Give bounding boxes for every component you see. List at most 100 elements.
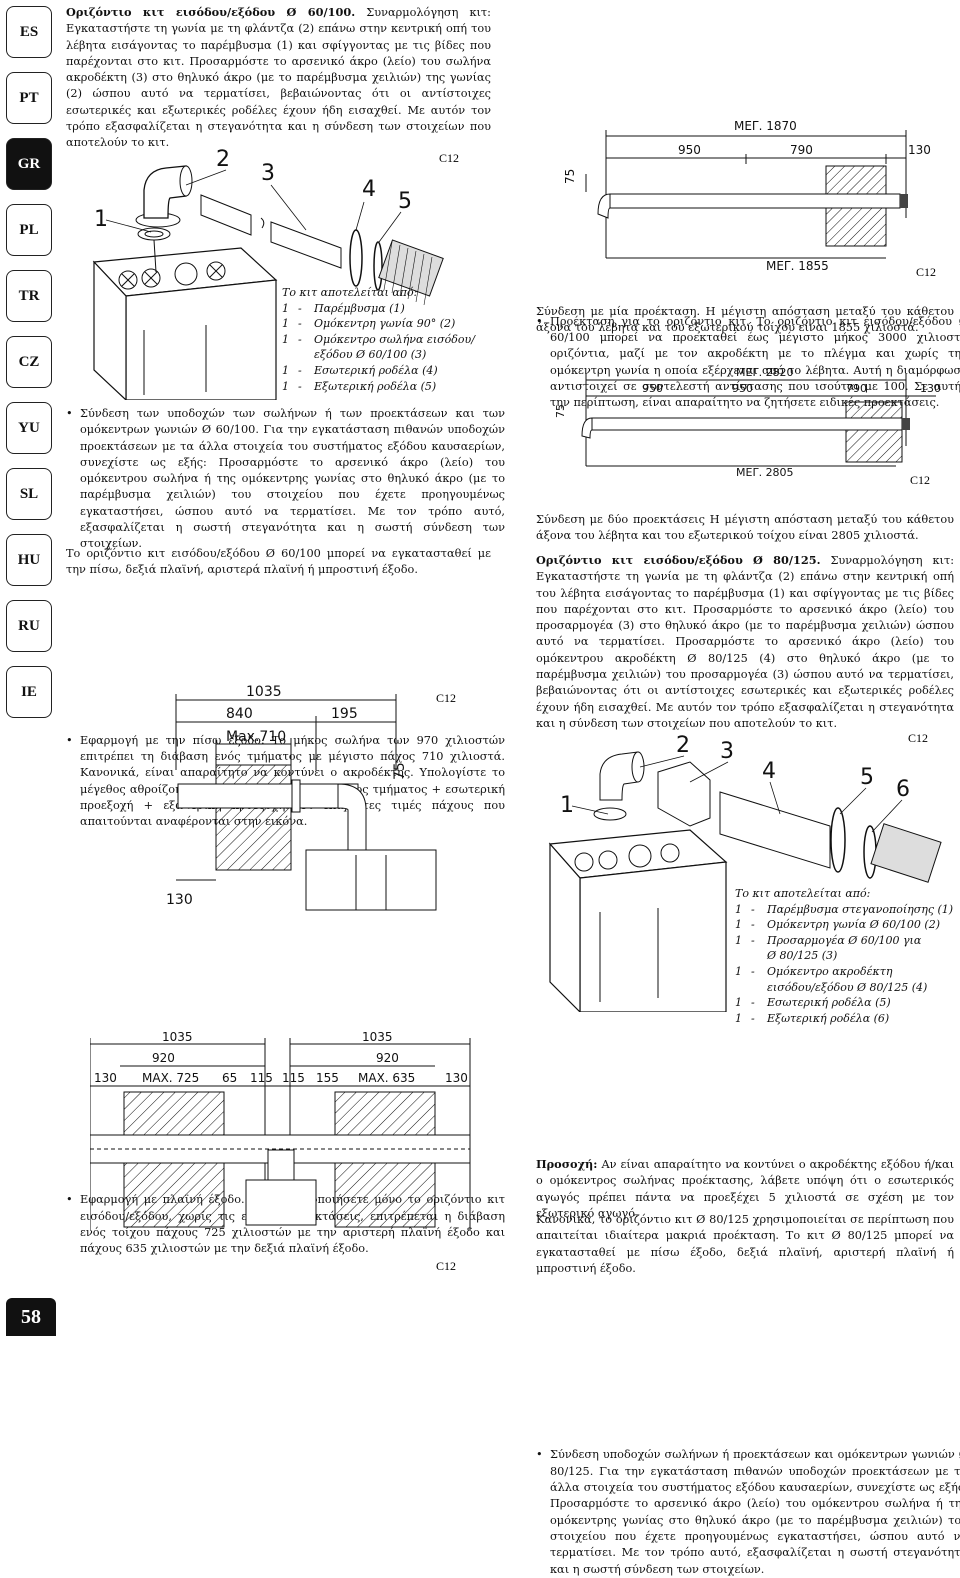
kit-item: 1-Παρέμβυσμα (1)	[282, 301, 405, 315]
fig1-label-4: 4	[362, 177, 376, 202]
tab-es[interactable]: ES	[6, 6, 52, 58]
fig3-row: 65	[222, 1071, 237, 1085]
tab-cz[interactable]: CZ	[6, 336, 52, 388]
intro-text: Συναρμολόγηση κιτ: Εγκαταστήστε τη γωνία…	[66, 6, 491, 150]
fig3-mid-left: 920	[152, 1051, 175, 1065]
fig3-row: 155	[316, 1071, 339, 1085]
fig3-row: MAX. 725	[142, 1071, 199, 1085]
kit-item: 1-Παρέμβυσμα στεγανοποίησης (1)	[735, 902, 954, 916]
fig2-dim-max: Max.710	[226, 729, 286, 745]
fig6-label-4: 4	[762, 759, 776, 784]
fig4-max-top: ΜΕΓ. 1870	[734, 119, 797, 133]
final-paragraph: Κανονικά, το οριζόντιο κιτ Ø 80/125 χρησ…	[536, 1213, 954, 1275]
fig2-dim-75: 75	[392, 762, 408, 780]
kit-item: εισόδου/εξόδου Ø 80/125 (4)	[767, 980, 928, 994]
fig5-dim-950b: 950	[732, 382, 753, 395]
fig4-max-bottom: ΜΕΓ. 1855	[766, 259, 829, 273]
fig1-label-2: 2	[216, 147, 230, 172]
fig2-dim-195: 195	[331, 706, 358, 722]
caption-one-extension: Σύνδεση με μία προέκταση. Η μέγιστη απόσ…	[536, 305, 954, 335]
fig5-dim-75: 75	[554, 404, 567, 418]
kit-80-125-text: Συναρμολόγηση κιτ: Εγκαταστήστε τη γωνία…	[536, 554, 954, 730]
kit-item: 1-Προσαρμογέα Ø 60/100 για	[735, 933, 922, 947]
fig6-code: C12	[908, 731, 928, 745]
fig5-dim-790: 790	[846, 382, 867, 395]
fig4-dim-130: 130	[908, 143, 931, 157]
tab-yu[interactable]: YU	[6, 402, 52, 454]
fig6-label-1: 1	[560, 793, 574, 818]
tab-hu[interactable]: HU	[6, 534, 52, 586]
tab-ru[interactable]: RU	[6, 600, 52, 652]
fig5-dim-950a: 950	[642, 382, 663, 395]
fig6-label-2: 2	[676, 733, 690, 758]
fig1-label-1: 1	[94, 207, 108, 232]
fig4-dim-75: 75	[563, 169, 577, 184]
kit-legend-60-100: Το κιτ αποτελείται από: 1-Παρέμβυσμα (1)…	[282, 285, 492, 394]
kit-item: 1-Ομόκεντρο σωλήνα εισόδου/	[282, 332, 475, 346]
tab-pl[interactable]: PL	[6, 204, 52, 256]
kit-item: 1-Ομόκεντρο ακροδέκτη	[735, 964, 893, 978]
fig3-mid-right: 920	[376, 1051, 399, 1065]
warning-paragraph: Προσοχή: Αν είναι απαραίτητο να κοντύνει…	[536, 1156, 954, 1222]
kit-item: 1-Εσωτερική ροδέλα (5)	[735, 996, 891, 1010]
fig5-dim-130: 130	[920, 382, 941, 395]
fig5-code: C12	[910, 473, 930, 487]
caption-two-extensions: Σύνδεση με δύο προεκτάσεις Η μέγιστη από…	[536, 513, 954, 543]
figure-kit-60-100: 1 2 3 4 5 C12	[92, 147, 459, 400]
fig6-label-3: 3	[720, 739, 734, 764]
paragraph-exit-options: Το οριζόντιο κιτ εισόδου/εξόδου Ø 60/100…	[66, 547, 491, 577]
figure-rear-exit: 1035 840 195 Max.710 75 130 C12	[166, 684, 456, 911]
kit-item: 1-Εσωτερική ροδέλα (4)	[282, 363, 438, 377]
fig2-dim-840: 840	[226, 706, 253, 722]
kit-title: Το κιτ αποτελείται από:	[735, 887, 871, 900]
tab-sl[interactable]: SL	[6, 468, 52, 520]
fig3-top-right: 1035	[362, 1030, 393, 1044]
kit-legend-80-125: Το κιτ αποτελείται από: 1-Παρέμβυσμα στε…	[735, 886, 957, 1026]
bullet-extension: Προέκταση για το οριζόντιο κιτ. Το οριζό…	[536, 314, 960, 412]
figure-side-exit: 1035 1035 920 920 130 MAX. 725 65 115 11…	[90, 1030, 471, 1273]
kit-item: Ø 80/125 (3)	[767, 949, 838, 963]
figure-two-extensions: ΜΕΓ. 2820 950 950 790 130 75 ΜΕΓ. 2805 C…	[554, 366, 941, 487]
kit-title: Το κιτ αποτελείται από:	[282, 286, 418, 299]
bullet-connection-60-100: Σύνδεση των υποδοχών των σωλήνων ή των π…	[66, 406, 505, 553]
warning-title: Προσοχή:	[536, 1157, 598, 1171]
tab-gr[interactable]: GR	[6, 138, 52, 190]
fig2-code: C12	[436, 691, 456, 705]
figure-kit-80-125: 1 2 3 4 5 6 C12	[548, 731, 942, 1012]
page-number: 58	[6, 1298, 56, 1336]
tab-ie[interactable]: IE	[6, 666, 52, 718]
tab-tr[interactable]: TR	[6, 270, 52, 322]
warning-text: Αν είναι απαραίτητο να κοντύνει ο ακροδέ…	[536, 1158, 954, 1220]
fig1-code: C12	[439, 151, 459, 165]
intro-paragraph: Οριζόντιο κιτ εισόδου/εξόδου Ø 60/100. Σ…	[66, 4, 491, 152]
fig1-label-5: 5	[398, 189, 412, 214]
kit-item: 1-Εξωτερική ροδέλα (6)	[735, 1011, 890, 1025]
fig2-dim-total: 1035	[246, 684, 282, 700]
fig4-dim-950: 950	[678, 143, 701, 157]
fig3-top-left: 1035	[162, 1030, 193, 1044]
fig1-label-3: 3	[261, 161, 275, 186]
fig3-row: 130	[94, 1071, 117, 1085]
fig5-max-top: ΜΕΓ. 2820	[736, 366, 794, 379]
fig3-row: 115	[282, 1071, 305, 1085]
fig6-label-6: 6	[896, 777, 910, 802]
bullet-connection-80-125: Σύνδεση υποδοχών σωλήνων ή προεκτάσεων κ…	[536, 1447, 960, 1577]
fig4-dim-790: 790	[790, 143, 813, 157]
kit-item: 1-Ομόκεντρη γωνία 90° (2)	[282, 317, 456, 331]
fig5-max-bottom: ΜΕΓ. 2805	[736, 466, 794, 479]
fig3-row: MAX. 635	[358, 1071, 415, 1085]
fig2-dim-130: 130	[166, 892, 193, 908]
kit-item: 1-Εξωτερική ροδέλα (5)	[282, 379, 437, 393]
paragraph-kit-80-125: Οριζόντιο κιτ εισόδου/εξόδου Ø 80/125. Σ…	[536, 552, 954, 732]
kit-80-125-title: Οριζόντιο κιτ εισόδου/εξόδου Ø 80/125.	[536, 553, 821, 567]
fig3-row: 130	[445, 1071, 468, 1085]
tab-pt[interactable]: PT	[6, 72, 52, 124]
fig6-label-5: 5	[860, 765, 874, 790]
fig4-code: C12	[916, 265, 936, 279]
fig3-code: C12	[436, 1259, 456, 1273]
fig3-row: 115	[250, 1071, 273, 1085]
kit-item: 1-Ομόκεντρη γωνία Ø 60/100 (2)	[735, 918, 940, 932]
kit-item: εξόδου Ø 60/100 (3)	[314, 348, 427, 362]
intro-title: Οριζόντιο κιτ εισόδου/εξόδου Ø 60/100.	[66, 5, 356, 19]
language-tabs: ES PT GR PL TR CZ YU SL HU RU IE	[6, 6, 52, 732]
